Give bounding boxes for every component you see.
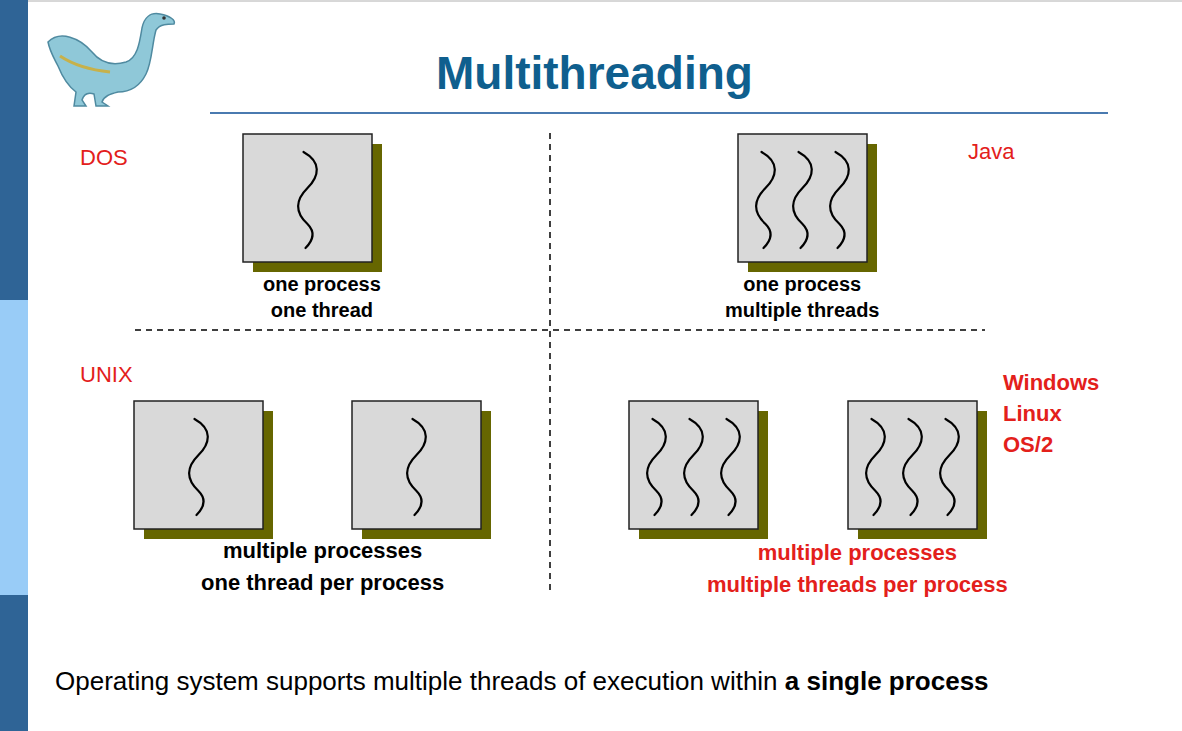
process-box bbox=[134, 401, 263, 529]
thread-squiggle bbox=[793, 152, 812, 248]
divider bbox=[549, 133, 551, 592]
side-bar bbox=[0, 300, 28, 595]
side-bar bbox=[0, 595, 28, 731]
divider bbox=[135, 329, 985, 331]
thread-squiggle bbox=[684, 419, 703, 515]
thread-squiggle bbox=[407, 419, 426, 515]
thread-squiggle bbox=[940, 419, 959, 515]
model-label: one process multiple threads bbox=[725, 271, 879, 323]
thread-squiggle bbox=[830, 152, 849, 248]
process-box bbox=[738, 134, 867, 262]
slide-title: Multithreading bbox=[436, 46, 753, 100]
process-box bbox=[243, 134, 372, 262]
title-rule bbox=[210, 112, 1108, 114]
process-box bbox=[848, 401, 977, 529]
os-name: UNIX bbox=[80, 362, 133, 388]
thread-squiggle bbox=[756, 152, 775, 248]
model-label: multiple processes multiple threads per … bbox=[707, 537, 1008, 601]
caption: Operating system supports multiple threa… bbox=[55, 666, 989, 697]
process-box bbox=[629, 401, 758, 529]
thread-squiggle bbox=[866, 419, 885, 515]
thread-squiggle bbox=[298, 152, 317, 248]
top-rule bbox=[28, 1, 1182, 2]
os-name: Windows Linux OS/2 bbox=[1003, 367, 1099, 460]
thread-squiggle bbox=[647, 419, 666, 515]
thread-squiggle bbox=[903, 419, 922, 515]
dinosaur-logo bbox=[48, 14, 174, 106]
os-name: DOS bbox=[80, 145, 128, 171]
model-label: multiple processes one thread per proces… bbox=[201, 535, 444, 599]
model-label: one process one thread bbox=[263, 271, 381, 323]
process-box bbox=[352, 401, 481, 529]
thread-squiggle bbox=[189, 419, 208, 515]
side-bar bbox=[0, 0, 28, 300]
thread-squiggle bbox=[721, 419, 740, 515]
os-name: Java bbox=[968, 139, 1014, 165]
